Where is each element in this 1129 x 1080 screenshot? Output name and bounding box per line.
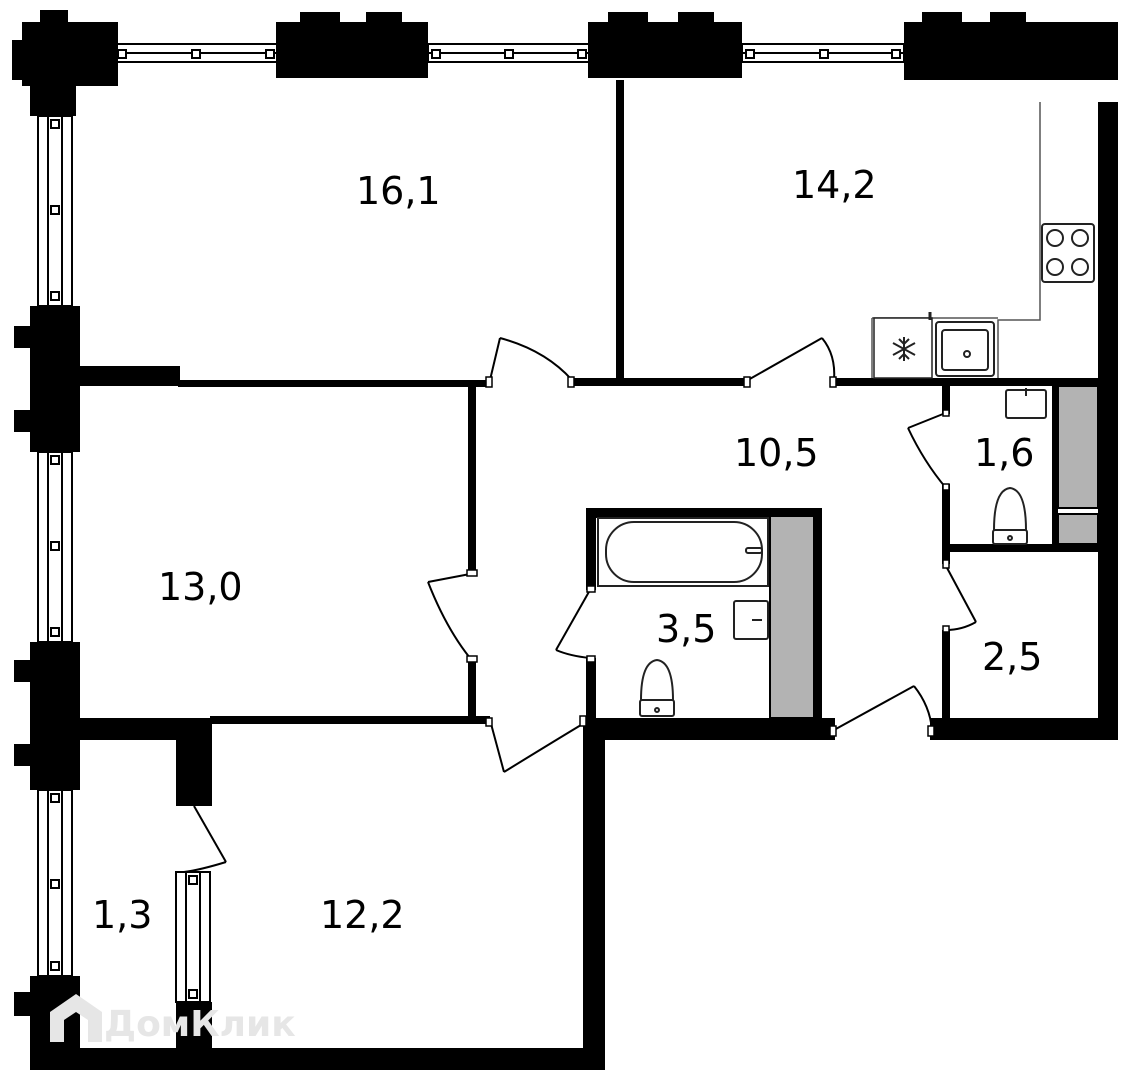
fridge xyxy=(873,317,933,379)
washbasin-icon xyxy=(1005,388,1047,419)
snowflake-icon xyxy=(892,337,916,361)
watermark: ДомКлик xyxy=(50,994,296,1045)
window-mullions xyxy=(47,49,904,1002)
room-area-label: 14,2 xyxy=(792,163,877,207)
room-area-label: 10,5 xyxy=(734,431,819,475)
bathtub-icon xyxy=(597,517,769,587)
exterior-walls xyxy=(58,80,1118,1070)
watermark-logo-icon xyxy=(50,994,102,1042)
watermark-text: ДомКлик xyxy=(104,1004,296,1045)
room-area-label: 3,5 xyxy=(656,607,716,651)
toilet-icon xyxy=(992,486,1028,545)
door-jambs xyxy=(466,376,950,737)
room-area-label: 12,2 xyxy=(320,893,405,937)
room-area-label: 1,3 xyxy=(92,893,152,937)
washbasin-icon xyxy=(733,600,769,640)
door-swings xyxy=(183,337,977,873)
room-area-label: 13,0 xyxy=(158,565,243,609)
shafts xyxy=(769,385,1099,719)
room-area-label: 1,6 xyxy=(974,431,1034,475)
interior-walls xyxy=(178,80,1100,724)
room-area-label: 16,1 xyxy=(356,169,441,213)
toilet-icon xyxy=(639,658,675,717)
sink-icon xyxy=(928,312,995,377)
columns xyxy=(12,10,1118,1070)
cooktop-icon xyxy=(1041,223,1095,283)
room-area-label: 2,5 xyxy=(982,635,1042,679)
